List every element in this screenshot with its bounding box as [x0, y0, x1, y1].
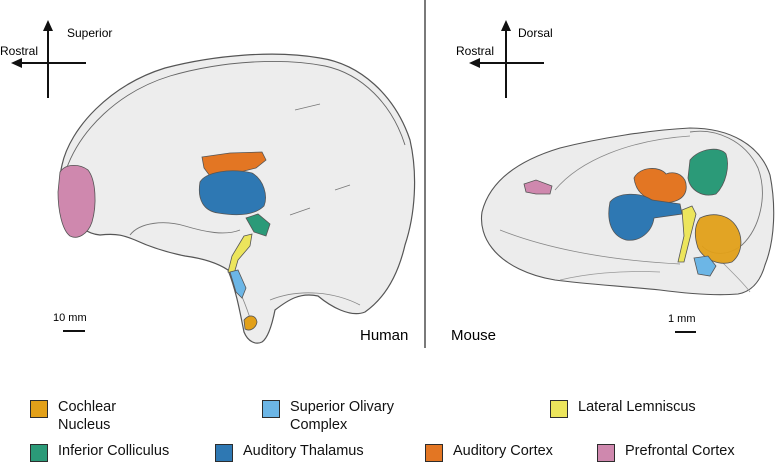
human-compass-horizontal-label: Rostral [0, 44, 38, 58]
legend-swatch-prefrontal-cortex [597, 444, 615, 462]
legend-swatch-cochlear-nucleus [30, 400, 48, 418]
legend-item-cochlear-nucleus: Cochlear Nucleus [30, 398, 116, 434]
legend: Cochlear Nucleus Superior Olivary Comple… [0, 380, 777, 465]
human-compass-vertical-label: Superior [67, 26, 112, 40]
legend-item-prefrontal-cortex: Prefrontal Cortex [597, 442, 735, 462]
mouse-lateral-lemniscus [677, 205, 697, 263]
mouse-compass-vertical-label: Dorsal [518, 26, 553, 40]
legend-item-lateral-lemniscus: Lateral Lemniscus [550, 398, 696, 418]
mouse-auditory-thalamus [608, 193, 683, 241]
human-superior-olivary-complex [229, 269, 247, 299]
legend-label-inferior-colliculus: Inferior Colliculus [58, 443, 170, 459]
legend-swatch-lateral-lemniscus [550, 400, 568, 418]
mouse-inferior-colliculus [687, 148, 728, 196]
human-scale-label: 10 mm [53, 312, 87, 324]
mouse-panel-label: Mouse [451, 327, 496, 344]
human-prefrontal-cortex [57, 164, 96, 238]
legend-swatch-auditory-thalamus [215, 444, 233, 462]
legend-item-inferior-colliculus: Inferior Colliculus [30, 442, 169, 462]
legend-label-superior-olivary-complex: Superior Olivary Complex [290, 399, 394, 433]
human-panel: Superior Rostral 10 mm Human [0, 20, 416, 344]
mouse-superior-olivary-complex [693, 255, 717, 277]
mouse-compass-horizontal-label: Rostral [456, 44, 494, 58]
human-panel-label: Human [360, 327, 408, 344]
legend-label-cochlear-nucleus: Cochlear Nucleus [58, 399, 117, 433]
legend-label-auditory-cortex: Auditory Cortex [453, 443, 553, 459]
human-compass [11, 20, 86, 98]
human-lateral-lemniscus [227, 233, 253, 275]
legend-label-prefrontal-cortex: Prefrontal Cortex [625, 443, 735, 459]
legend-item-superior-olivary-complex: Superior Olivary Complex [262, 398, 394, 434]
legend-label-auditory-thalamus: Auditory Thalamus [243, 443, 364, 459]
figure-canvas: Superior Rostral 10 mm Human [0, 0, 775, 348]
legend-label-lateral-lemniscus: Lateral Lemniscus [578, 399, 696, 415]
mouse-compass [469, 20, 544, 98]
human-auditory-cortex [201, 151, 267, 179]
legend-item-auditory-thalamus: Auditory Thalamus [215, 442, 364, 462]
human-auditory-thalamus [198, 170, 266, 216]
mouse-prefrontal-cortex [523, 179, 553, 195]
human-inferior-colliculus [245, 213, 271, 237]
legend-swatch-inferior-colliculus [30, 444, 48, 462]
legend-item-auditory-cortex: Auditory Cortex [425, 442, 553, 462]
legend-swatch-auditory-cortex [425, 444, 443, 462]
mouse-panel: Dorsal Rostral 1 mm Mouse [451, 20, 775, 344]
mouse-scale-label: 1 mm [668, 313, 696, 325]
mouse-cochlear-nucleus [694, 214, 742, 264]
human-cochlear-nucleus [243, 315, 258, 331]
legend-swatch-superior-olivary-complex [262, 400, 280, 418]
